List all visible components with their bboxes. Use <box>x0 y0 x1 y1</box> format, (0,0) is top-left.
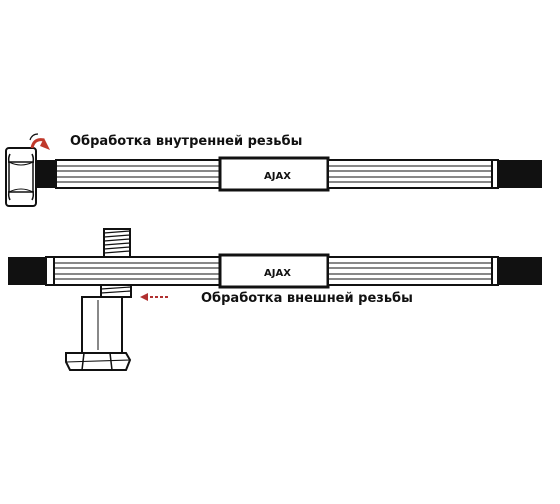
center-body <box>218 156 330 192</box>
left-grip <box>8 257 46 285</box>
right-grip <box>498 257 542 285</box>
hex-nut-icon <box>5 147 37 207</box>
tap-wrench-internal: AJAX <box>34 156 542 192</box>
shaft-right <box>327 159 493 189</box>
brand-label: AJAX <box>264 268 291 279</box>
left-grip <box>34 160 56 188</box>
shaft-right <box>327 256 493 286</box>
external-thread-label: Обработка внешней резьбы <box>201 291 413 306</box>
right-grip <box>498 160 542 188</box>
bolt-icon <box>65 228 132 371</box>
shaft-left <box>55 159 221 189</box>
dashed-arrow-icon <box>140 293 170 301</box>
die-wrench-external: AJAX <box>8 253 542 289</box>
internal-thread-label: Обработка внутренней резьбы <box>70 134 303 149</box>
curved-arrow-icon <box>29 133 50 150</box>
bolt-head <box>65 352 132 371</box>
shaft-left <box>53 256 221 286</box>
brand-label: AJAX <box>264 171 291 182</box>
